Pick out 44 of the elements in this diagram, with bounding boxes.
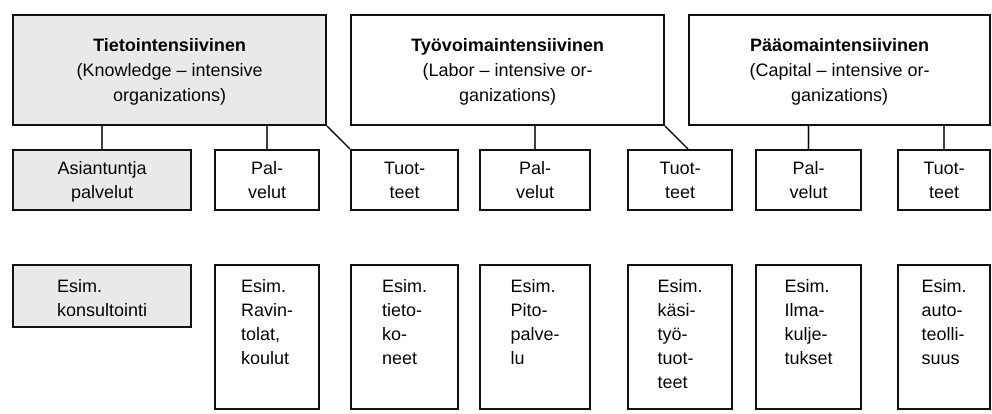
connector-line [101, 126, 103, 149]
example-box [12, 264, 192, 328]
box-text: Tuot- teet [923, 157, 965, 204]
type-box [350, 149, 459, 211]
example-box [350, 264, 459, 410]
box-text: Pal- velut [248, 157, 286, 204]
type-box [897, 149, 991, 211]
connector-line [808, 126, 810, 149]
box-text: (Labor – intensive or- ganizations) [421, 58, 594, 107]
box-text: Esim. Pito- palve- lu [510, 275, 560, 370]
category-heading: Työvoimaintensiivinen [411, 34, 604, 57]
box-text: Esim. tieto- ko- neet [382, 275, 427, 370]
box-text: Asiantuntja palvelut [57, 157, 147, 204]
connector-line [664, 125, 689, 150]
box-text: (Capital – intensive or- ganizations) [748, 58, 931, 107]
box-text: Esim. Ravin- tolat, koulut [241, 275, 293, 370]
type-box [479, 149, 591, 211]
box-text: Pal- velut [516, 157, 554, 204]
type-box [627, 149, 733, 211]
example-box [479, 264, 591, 410]
example-box [897, 264, 991, 410]
type-box [755, 149, 862, 211]
category-box [12, 14, 327, 126]
box-text: Esim. konsultointi [56, 275, 148, 322]
connector-line [266, 126, 268, 149]
connector-line [534, 126, 536, 149]
category-heading: Pääomaintensiivinen [750, 34, 930, 56]
connector-line [326, 125, 351, 150]
example-box [755, 264, 862, 410]
category-heading: Tietointensiivinen [93, 34, 246, 56]
connector-line [943, 126, 945, 149]
box-text: (Knowledge – intensive organizations) [75, 58, 264, 107]
box-text: Tuot- teet [384, 157, 426, 204]
type-box [12, 149, 192, 211]
box-text: Esim. Ilma- kulje- tukset [784, 275, 833, 370]
category-box [688, 14, 991, 126]
example-box [627, 264, 733, 410]
box-text: Pal- velut [789, 157, 828, 204]
box-text: Esim. käsi- työ- tuot- teet [658, 275, 702, 394]
box-text: Tuot- teet [659, 157, 701, 204]
type-box [214, 149, 320, 211]
example-box [214, 264, 320, 410]
box-text: Esim. auto- teolli- suus [922, 275, 966, 370]
category-box [350, 14, 665, 126]
